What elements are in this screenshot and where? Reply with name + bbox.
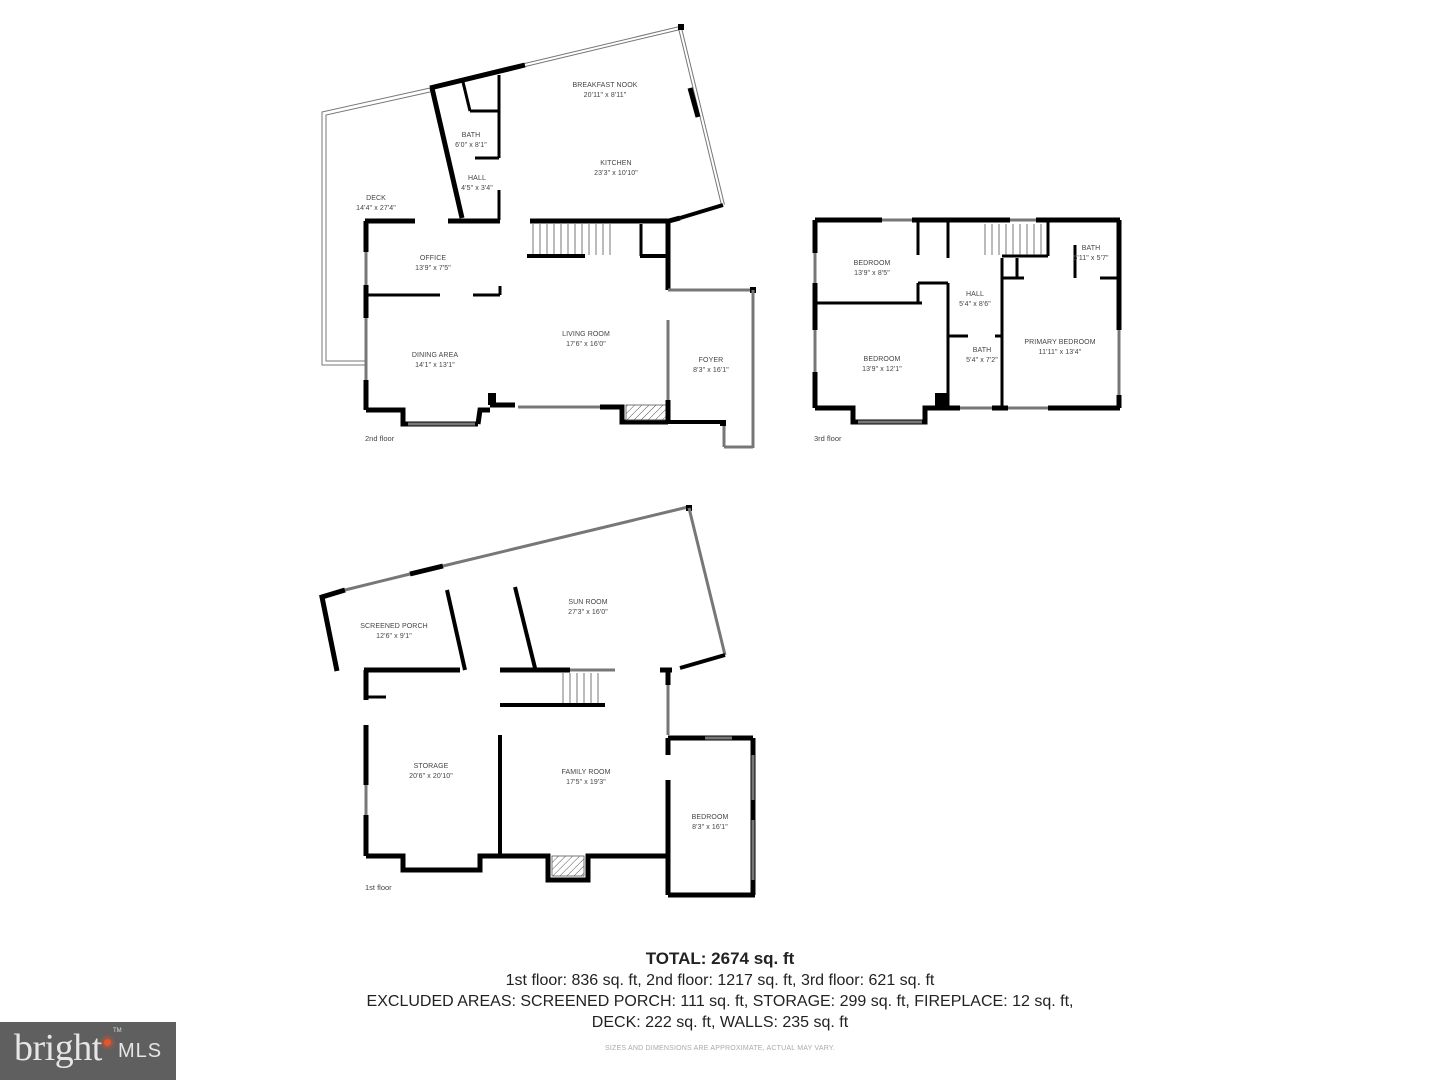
room-foyer: FOYER 8'3" x 16'1" bbox=[693, 356, 729, 376]
floor-label-3rd: 3rd floor bbox=[814, 434, 842, 443]
room-name: SUN ROOM bbox=[568, 599, 608, 606]
room-dims: 20'11" x 8'11" bbox=[583, 92, 627, 99]
room-dims: 5'11" x 5'7" bbox=[1073, 255, 1109, 262]
room-dims: 11'11" x 13'4" bbox=[1038, 349, 1082, 356]
floor-areas: 1st floor: 836 sq. ft, 2nd floor: 1217 s… bbox=[505, 972, 935, 989]
room-dims: 6'0" x 8'1" bbox=[455, 142, 487, 149]
room-name: BEDROOM bbox=[853, 260, 891, 267]
logo-suffix: MLS bbox=[118, 1040, 163, 1062]
room-dims: 20'6" x 20'10" bbox=[409, 773, 453, 780]
room-bedroom-1st: BEDROOM 8'3" x 16'1" bbox=[692, 813, 729, 833]
room-dims: 13'9" x 8'5" bbox=[854, 270, 890, 277]
room-family-room: FAMILY ROOM 17'5" x 19'3" bbox=[561, 768, 610, 788]
room-primary-bedroom: PRIMARY BEDROOM 11'11" x 13'4" bbox=[1024, 338, 1095, 358]
excluded-areas-line-1: EXCLUDED AREAS: SCREENED PORCH: 111 sq. … bbox=[366, 993, 1074, 1010]
room-bath-lower: BATH 5'4" x 7'2" bbox=[966, 346, 998, 366]
room-name: BATH bbox=[972, 347, 992, 354]
room-name: BEDROOM bbox=[691, 814, 729, 821]
room-dims: 17'5" x 19'3" bbox=[566, 779, 606, 786]
room-screened-porch: SCREENED PORCH 12'6" x 9'1" bbox=[360, 622, 428, 642]
room-breakfast-nook: BREAKFAST NOOK 20'11" x 8'11" bbox=[572, 81, 637, 101]
room-bath-upper: BATH 5'11" x 5'7" bbox=[1073, 244, 1108, 264]
room-sun-room: SUN ROOM 27'3" x 16'0" bbox=[568, 598, 608, 618]
room-name: FOYER bbox=[698, 357, 724, 364]
room-dims: 27'3" x 16'0" bbox=[568, 609, 608, 616]
room-bath: BATH 6'0" x 8'1" bbox=[455, 131, 487, 151]
room-bedroom-small: BEDROOM 13'9" x 8'5" bbox=[854, 259, 891, 279]
room-dims: 12'6" x 9'1" bbox=[376, 633, 412, 640]
second-floor-plan bbox=[321, 24, 756, 449]
room-deck: DECK 14'4" x 27'4" bbox=[356, 194, 396, 214]
logo-brand: bright bbox=[14, 1027, 102, 1069]
room-name: HALL bbox=[468, 175, 486, 182]
area-summary: TOTAL: 2674 sq. ft 1st floor: 836 sq. ft… bbox=[0, 948, 1440, 1033]
logo-spark-icon bbox=[104, 1039, 111, 1046]
room-dims: 13'9" x 7'5" bbox=[415, 265, 451, 272]
room-dims: 23'3" x 10'10" bbox=[594, 170, 638, 177]
room-name: OFFICE bbox=[419, 255, 447, 262]
room-dims: 4'5" x 3'4" bbox=[461, 185, 493, 192]
room-dims: 17'6" x 16'0" bbox=[566, 341, 606, 348]
room-dims: 13'9" x 12'1" bbox=[862, 366, 902, 373]
room-dims: 8'3" x 16'1" bbox=[693, 367, 729, 374]
room-dims: 5'4" x 8'6" bbox=[959, 301, 991, 308]
room-living-room: LIVING ROOM 17'6" x 16'0" bbox=[562, 330, 610, 350]
room-name: DINING AREA bbox=[411, 352, 459, 359]
room-name: STORAGE bbox=[413, 763, 449, 770]
room-dims: 14'4" x 27'4" bbox=[356, 205, 396, 212]
room-name: FAMILY ROOM bbox=[561, 769, 611, 776]
room-name: SCREENED PORCH bbox=[360, 623, 428, 630]
room-name: LIVING ROOM bbox=[562, 331, 610, 338]
room-name: BATH bbox=[1081, 245, 1101, 252]
logo-trademark: TM bbox=[113, 1028, 122, 1034]
room-name: BATH bbox=[461, 132, 481, 139]
room-dims: 14'1" x 13'1" bbox=[415, 362, 455, 369]
room-office: OFFICE 13'9" x 7'5" bbox=[415, 254, 451, 274]
room-kitchen: KITCHEN 23'3" x 10'10" bbox=[594, 159, 638, 179]
room-dims: 5'4" x 7'2" bbox=[966, 357, 998, 364]
room-hall: HALL 4'5" x 3'4" bbox=[461, 174, 493, 194]
room-name: BREAKFAST NOOK bbox=[572, 82, 638, 89]
room-name: PRIMARY BEDROOM bbox=[1024, 339, 1096, 346]
third-floor-plan bbox=[812, 217, 1122, 425]
room-name: DECK bbox=[366, 195, 386, 202]
total-area: TOTAL: 2674 sq. ft bbox=[645, 949, 795, 968]
room-dims: 8'3" x 16'1" bbox=[692, 824, 728, 831]
room-name: KITCHEN bbox=[600, 160, 632, 167]
floor-label-2nd: 2nd floor bbox=[365, 434, 395, 443]
room-hall-3rd: HALL 5'4" x 8'6" bbox=[959, 290, 991, 310]
bright-mls-logo: bright TM MLS bbox=[0, 1022, 176, 1080]
room-name: HALL bbox=[966, 291, 984, 298]
floor-label-1st: 1st floor bbox=[365, 883, 392, 892]
disclaimer: SIZES AND DIMENSIONS ARE APPROXIMATE, AC… bbox=[605, 1045, 835, 1052]
room-bedroom-large: BEDROOM 13'9" x 12'1" bbox=[862, 355, 902, 375]
room-dining-area: DINING AREA 14'1" x 13'1" bbox=[412, 351, 458, 371]
excluded-areas-line-2: DECK: 222 sq. ft, WALLS: 235 sq. ft bbox=[591, 1014, 849, 1031]
first-floor-plan bbox=[319, 505, 756, 898]
room-storage: STORAGE 20'6" x 20'10" bbox=[409, 762, 453, 782]
room-name: BEDROOM bbox=[863, 356, 901, 363]
